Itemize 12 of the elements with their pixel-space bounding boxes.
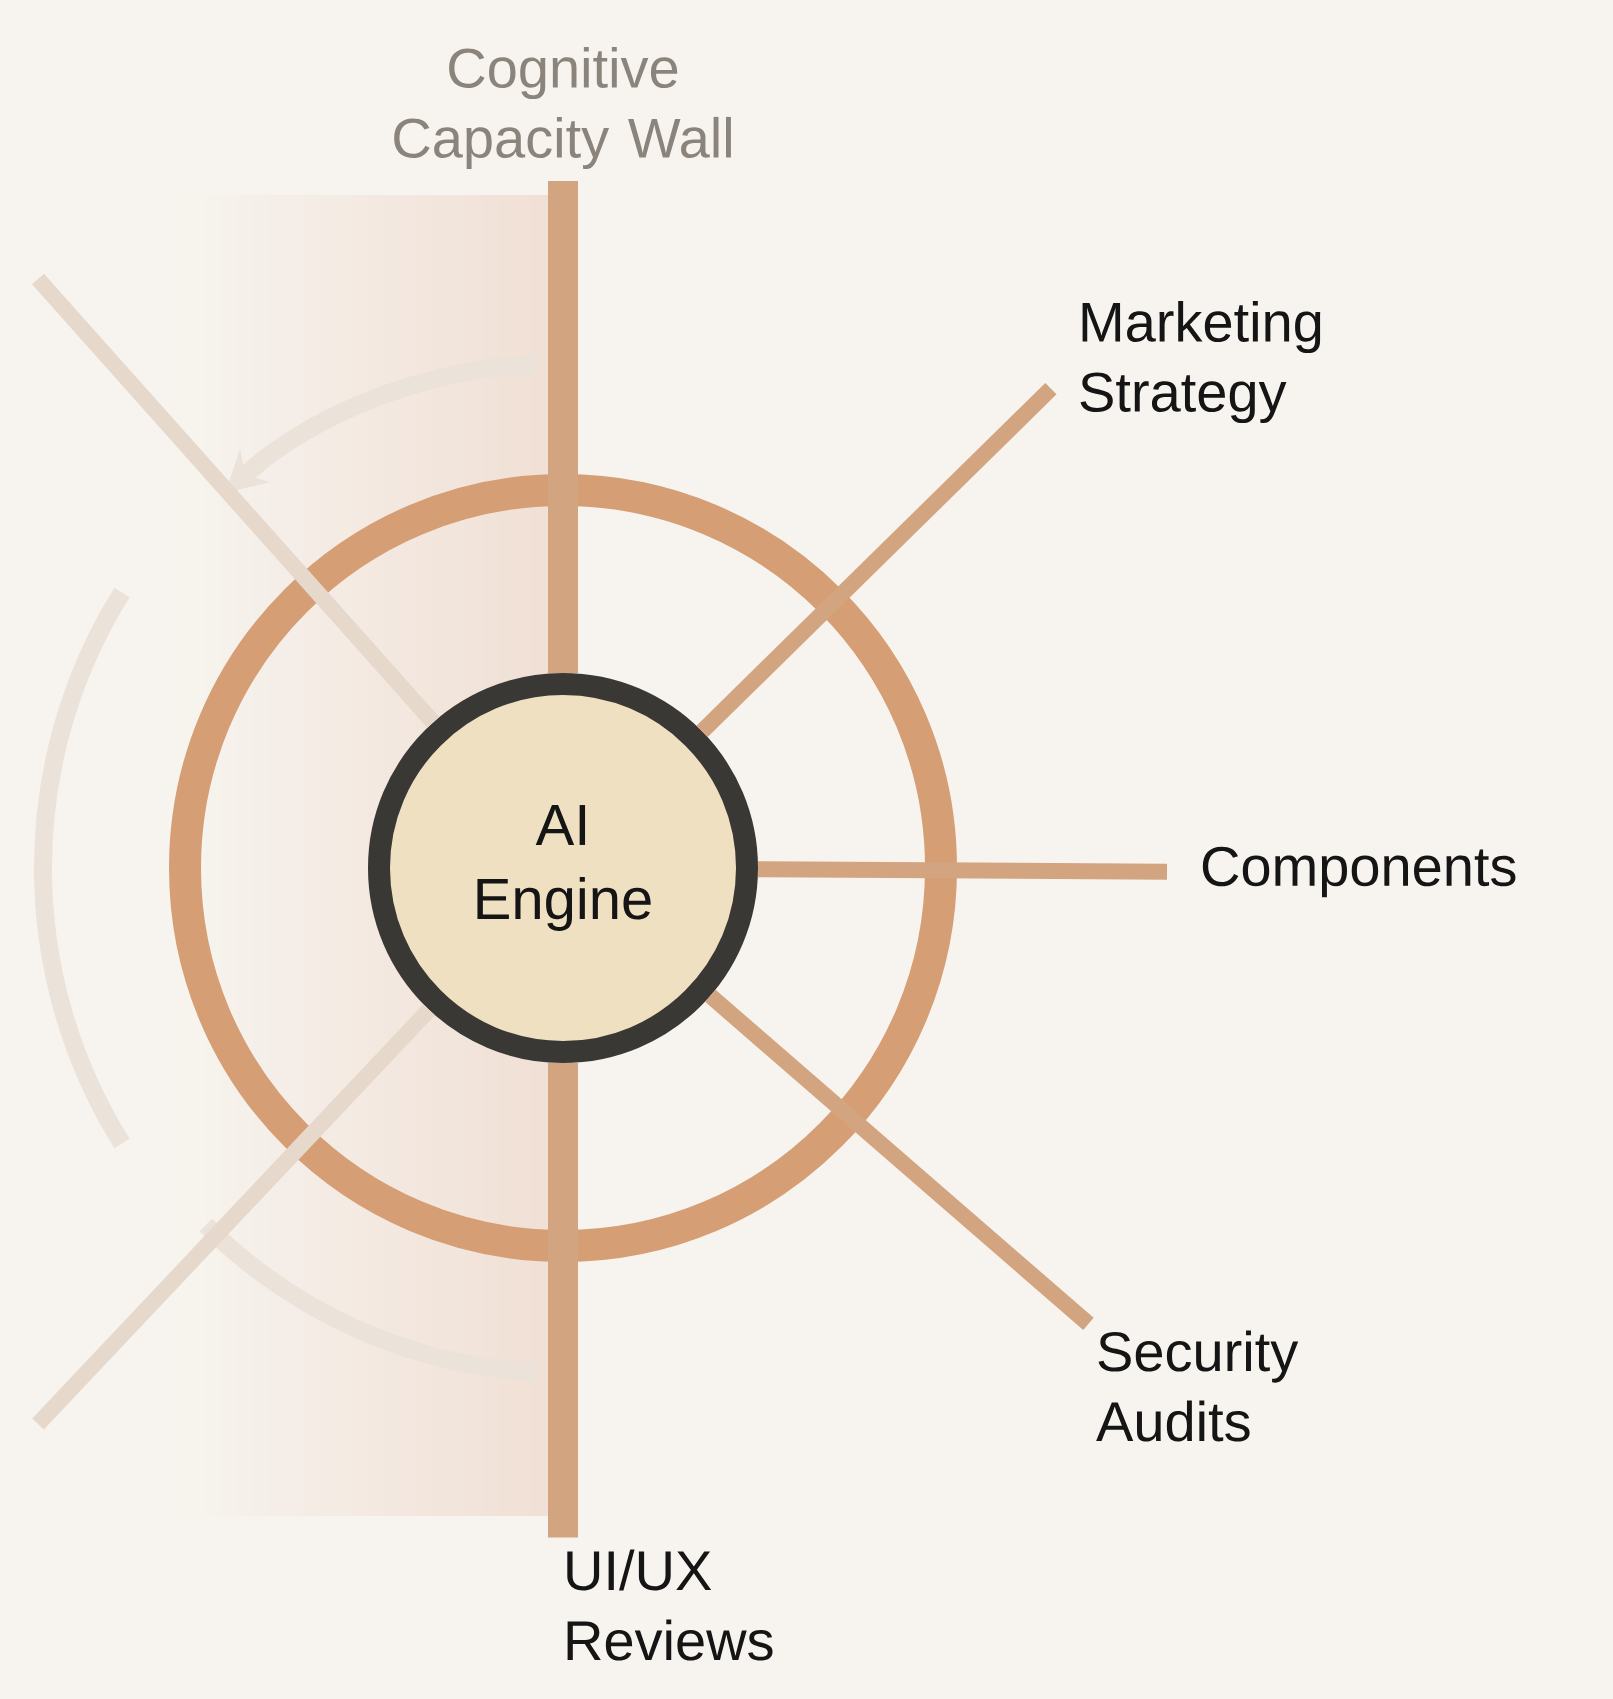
spoke-line	[548, 1063, 578, 1538]
spoke-line	[757, 861, 1168, 880]
spoke-line	[32, 1004, 435, 1430]
spoke-label: Marketing Strategy	[1080, 300, 1321, 424]
spoke-line	[548, 181, 578, 673]
spoke-label: Cognitive Capacity Wall	[394, 46, 731, 170]
spoke-label: UI/UX Reviews	[567, 1549, 773, 1661]
spoke-line	[705, 989, 1094, 1330]
spoke-line	[32, 273, 440, 728]
spoke-label: Components	[1202, 846, 1516, 898]
spoke-line	[696, 382, 1057, 738]
spoke-label: Security Audits	[1096, 1330, 1299, 1442]
